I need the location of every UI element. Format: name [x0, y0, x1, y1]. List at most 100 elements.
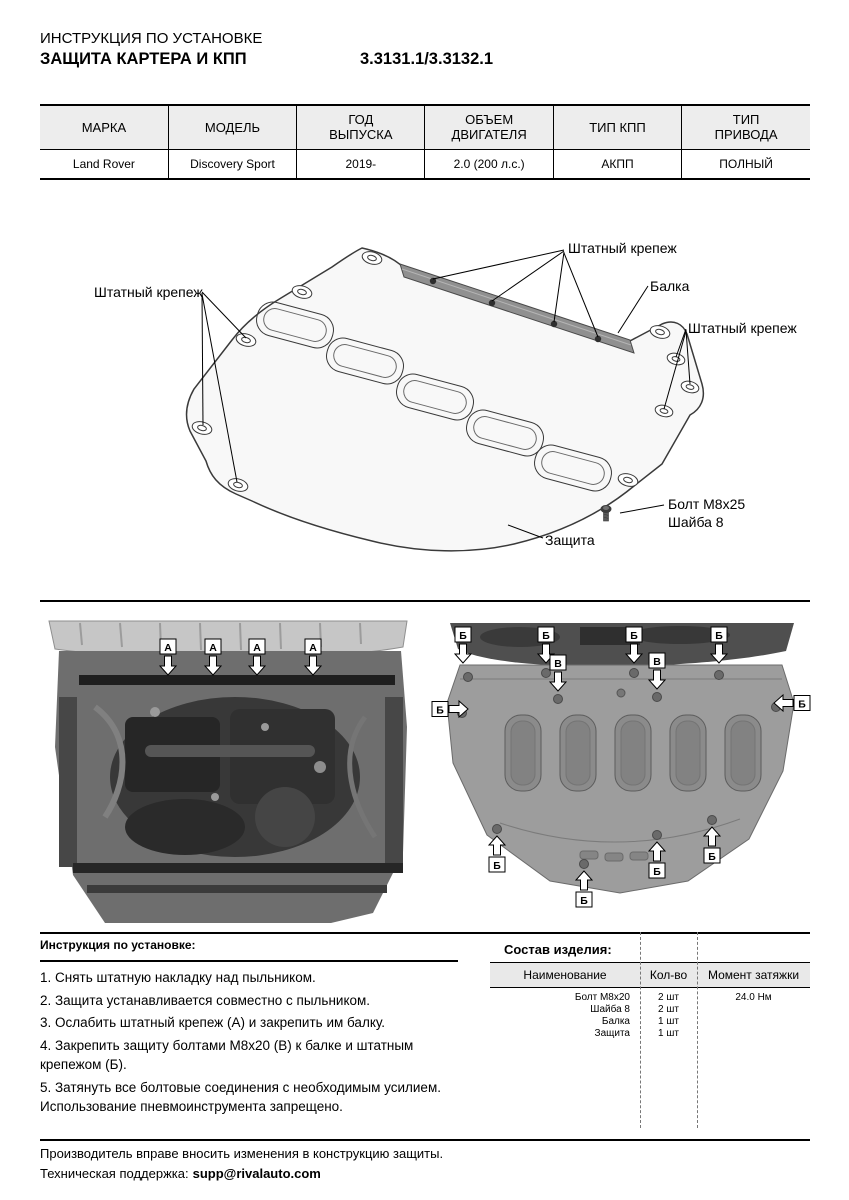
divider-instructions — [40, 960, 458, 962]
photo-installed-guard: Б Б Б Б В — [430, 623, 812, 932]
beam-part — [399, 263, 635, 354]
marker-b-bottom-2: Б — [574, 870, 594, 908]
part-torque — [697, 1028, 810, 1040]
svg-text:Б: Б — [630, 630, 638, 642]
marker-v-1: В — [548, 654, 568, 692]
parts-row-3: Балка 1 шт — [490, 1016, 810, 1028]
parts-row-2: Шайба 8 2 шт — [490, 1004, 810, 1016]
svg-text:Б: Б — [715, 630, 723, 642]
photo-installed-guard-image: Б Б Б Б В — [431, 623, 811, 908]
fastener-label-top: Штатный крепеж — [568, 240, 677, 256]
support-email: supp@rivalauto.com — [192, 1166, 321, 1181]
marker-b-bottom-4: Б — [702, 826, 722, 864]
beam-label: Балка — [650, 278, 690, 294]
footer-disclaimer: Производитель вправе вносить изменения в… — [40, 1146, 444, 1161]
part-qty: 1 шт — [658, 1028, 679, 1039]
marker-b-top-1: Б — [453, 626, 473, 664]
marker-b-top-3: Б — [624, 626, 644, 664]
spec-year: 2019- — [296, 149, 425, 179]
marker-a-3: А — [247, 638, 267, 676]
marker-b-bottom-1: Б — [487, 835, 507, 873]
instruction-steps: 1. Снять штатную накладку над пыльником.… — [40, 968, 464, 1120]
parts-header-torque: Момент затяжки — [707, 968, 800, 982]
fastener-label-right: Штатный крепеж — [688, 320, 797, 336]
support-label: Техническая поддержка: — [40, 1166, 189, 1181]
svg-text:В: В — [554, 658, 562, 670]
spec-gearbox: АКПП — [552, 149, 682, 179]
doc-type-title: ИНСТРУКЦИЯ ПО УСТАНОВКЕ — [40, 30, 263, 47]
spec-brand: Land Rover — [72, 156, 135, 171]
part-qty: 2 шт — [658, 992, 679, 1003]
spec-model: Discovery Sport — [167, 149, 297, 179]
svg-text:Б: Б — [798, 698, 806, 710]
part-name: Шайба 8 — [590, 1004, 630, 1015]
parts-rows: Болт М8х20 2 шт 24.0 Нм Шайба 8 2 шт Бал… — [490, 992, 810, 1040]
svg-text:Б: Б — [436, 704, 444, 716]
marker-v-2: В — [647, 652, 667, 690]
svg-text:Б: Б — [653, 866, 661, 878]
instruction-step-3: 3. Ослабить штатный крепеж (А) и закрепи… — [40, 1015, 386, 1031]
svg-text:А: А — [253, 642, 261, 654]
marker-a-4: А — [303, 638, 323, 676]
footer-support: Техническая поддержка:supp@rivalauto.com — [40, 1166, 321, 1181]
divider-diagram — [40, 600, 810, 602]
marker-b-top-4: Б — [709, 626, 729, 664]
guard-label: Защита — [545, 532, 595, 548]
svg-text:А: А — [164, 642, 172, 654]
svg-text:Б: Б — [708, 851, 716, 863]
spec-drive: ПОЛНЫЙ — [681, 149, 810, 179]
spec-table: МАРКА МОДЕЛЬ ГОД ВЫПУСКА ОБЪЕМ ДВИГАТЕЛЯ… — [40, 104, 810, 180]
part-name: Балка — [601, 1016, 630, 1027]
svg-text:В: В — [653, 656, 661, 668]
leader-lines — [201, 249, 691, 539]
guard-plate-outline — [185, 247, 705, 552]
instruction-step-4: 4. Закрепить защиту болтами М8х20 (В) к … — [40, 1037, 414, 1073]
part-torque: 24.0 Нм — [735, 992, 772, 1003]
svg-text:Б: Б — [542, 630, 550, 642]
parts-list-section: Состав изделия: Наименование Кол-во Моме… — [490, 932, 810, 1132]
spec-header-year: ГОД ВЫПУСКА — [296, 105, 425, 150]
instruction-step-2: 2. Защита устанавливается совместно с пы… — [40, 992, 371, 1008]
spec-header-brand: МАРКА — [40, 105, 169, 150]
instruction-step-1: 1. Снять штатную накладку над пыльником. — [40, 970, 316, 985]
parts-divider-2 — [697, 932, 698, 1128]
divider-footer — [40, 1139, 810, 1141]
spec-header-drive: ТИП ПРИВОДА — [681, 105, 810, 150]
marker-b-side-right: Б — [773, 693, 811, 713]
page-title: ЗАЩИТА КАРТЕРА И КПП — [40, 50, 247, 68]
instructions-title: Инструкция по установке: — [40, 938, 196, 952]
part-qty: 2 шт — [658, 1004, 679, 1015]
spec-data-row: Land Rover Discovery Sport 2019- 2.0 (20… — [40, 149, 810, 179]
part-qty: 1 шт — [658, 1016, 679, 1027]
bolt-label: Болт М8х25 — [668, 496, 746, 512]
part-numbers: 3.3131.1/3.3132.1 — [360, 50, 494, 68]
photo-engine-bay-image: А А А А — [48, 620, 408, 923]
marker-b-bottom-3: Б — [647, 841, 667, 879]
washer-label: Шайба 8 — [668, 514, 724, 530]
guard-diagram-drawing — [185, 247, 705, 552]
parts-header-name: Наименование — [523, 968, 607, 982]
instruction-step-5: 5. Затянуть все болтовые соединения с не… — [40, 1079, 441, 1115]
svg-text:Б: Б — [459, 630, 467, 642]
fastener-label-left: Штатный крепеж — [94, 284, 203, 300]
bolt-icon — [600, 505, 612, 522]
parts-header-qty: Кол-во — [649, 968, 688, 982]
parts-row-4: Защита 1 шт — [490, 1028, 810, 1040]
mounting-holes — [191, 251, 700, 492]
parts-title: Состав изделия: — [504, 942, 612, 957]
parts-row-1: Болт М8х20 2 шт 24.0 Нм — [490, 992, 810, 1004]
spec-engine: 2.0 (200 л.с.) — [424, 149, 554, 179]
svg-text:А: А — [209, 642, 217, 654]
spec-header-gearbox: ТИП КПП — [552, 105, 682, 150]
parts-divider-1 — [640, 932, 641, 1128]
svg-text:А: А — [309, 642, 317, 654]
photo-engine-bay: А А А А — [35, 617, 420, 930]
svg-text:Б: Б — [493, 860, 501, 872]
guard-diagram: Штатный крепеж Балка Штатный крепеж Штат… — [40, 228, 810, 600]
marker-a-2: А — [203, 638, 223, 676]
guard-slots — [256, 301, 612, 492]
parts-header-row: Наименование Кол-во Момент затяжки — [490, 962, 810, 988]
part-torque — [697, 1004, 810, 1016]
part-torque — [697, 1016, 810, 1028]
spec-header-engine: ОБЪЕМ ДВИГАТЕЛЯ — [424, 105, 554, 150]
